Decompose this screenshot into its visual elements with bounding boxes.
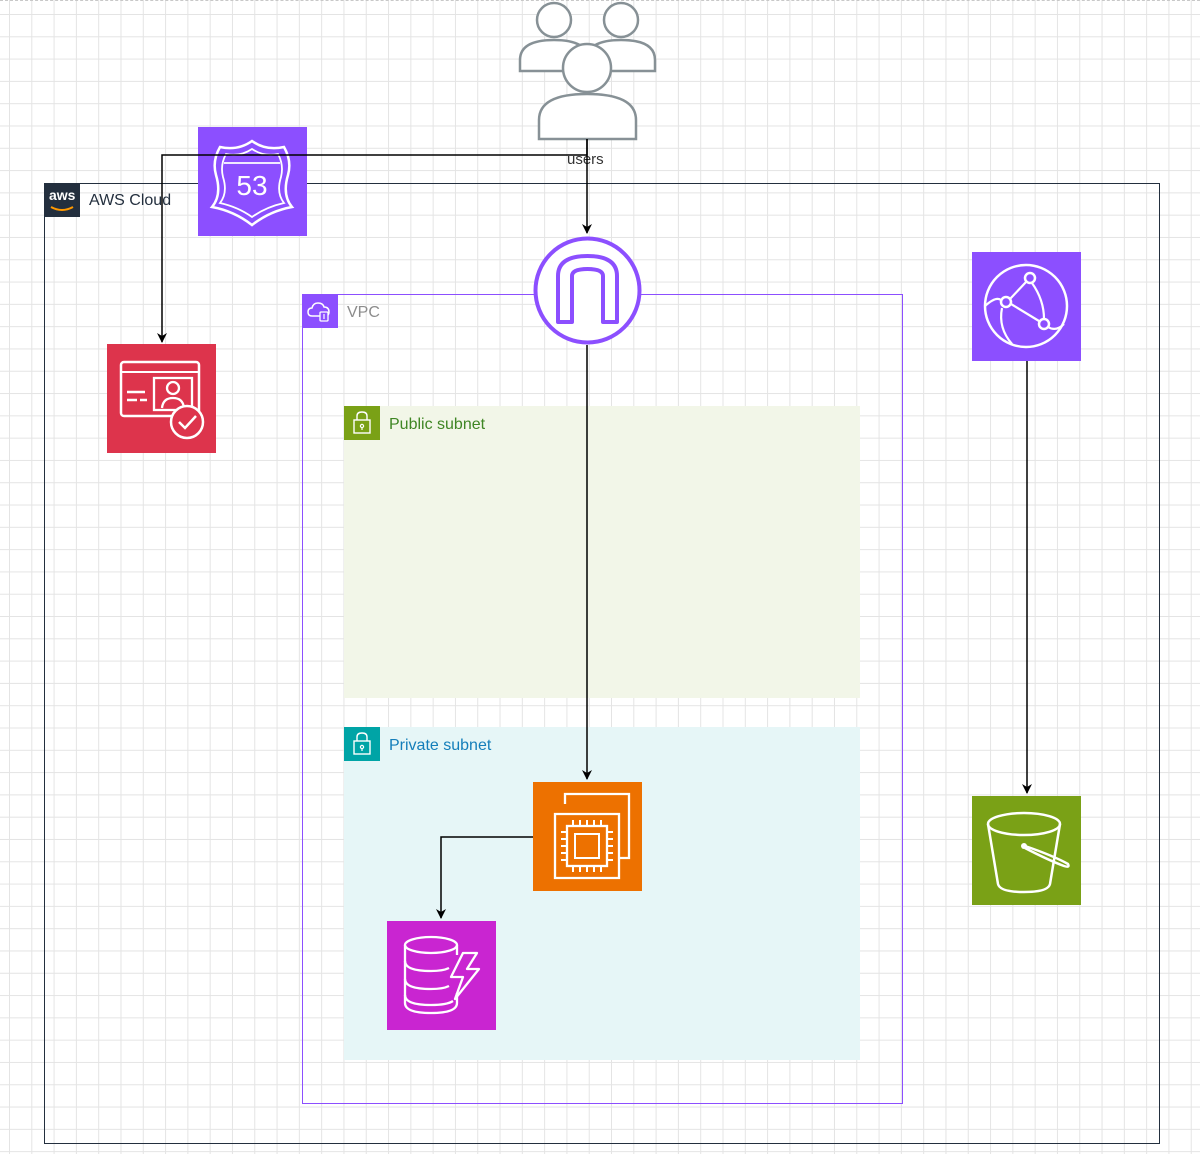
dynamodb-icon[interactable] bbox=[387, 921, 496, 1030]
private-subnet-label: Private subnet bbox=[389, 737, 492, 754]
public-subnet-label: Public subnet bbox=[389, 416, 486, 433]
cloudfront-icon[interactable] bbox=[972, 252, 1081, 361]
users-icon[interactable] bbox=[515, 0, 660, 145]
route53-icon[interactable]: 53 bbox=[198, 127, 307, 236]
aws-cloud-group[interactable] bbox=[44, 183, 1160, 1144]
public-subnet-lock-icon bbox=[344, 406, 380, 440]
aws-smile-icon bbox=[50, 206, 74, 211]
private-subnet-lock-icon bbox=[344, 727, 380, 761]
vpc-label: VPC bbox=[347, 304, 380, 321]
ec2-to-dynamodb-connector bbox=[436, 836, 533, 919]
aws-cloud-label: AWS Cloud bbox=[89, 192, 172, 209]
aws-logo-text: aws bbox=[49, 187, 76, 203]
ec2-icon[interactable] bbox=[533, 782, 642, 891]
users-to-certificate-manager-connector bbox=[157, 139, 588, 343]
certificate-manager-icon[interactable] bbox=[107, 344, 216, 453]
s3-bucket-icon[interactable] bbox=[972, 796, 1081, 905]
route53-number: 53 bbox=[236, 170, 267, 201]
canvas-top-edge bbox=[0, 0, 1200, 1]
vpc-cloud-icon bbox=[302, 294, 338, 328]
public-subnet-group[interactable] bbox=[344, 406, 860, 698]
internet-gateway-icon[interactable] bbox=[533, 236, 642, 345]
aws-logo-badge: aws bbox=[44, 183, 80, 217]
